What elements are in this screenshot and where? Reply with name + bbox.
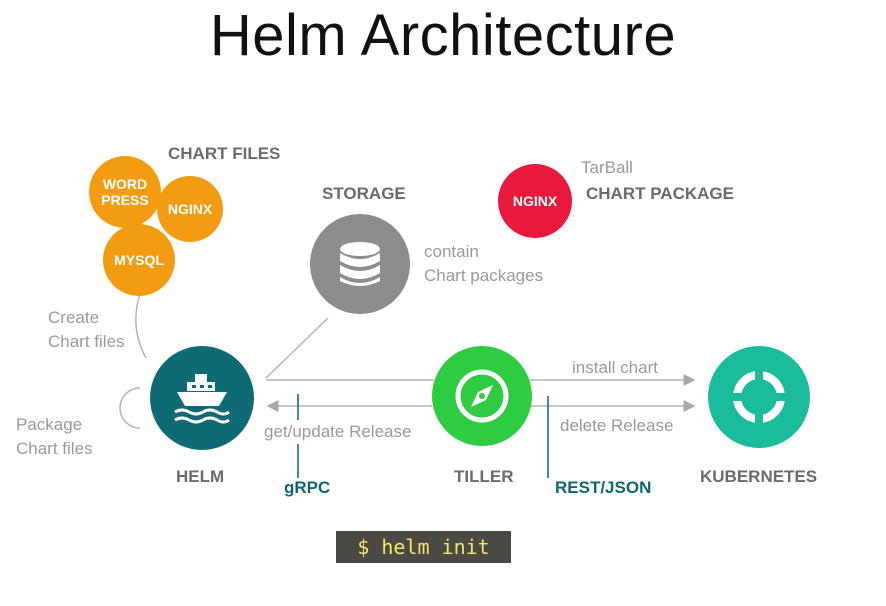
get-update-release-label: get/update Release bbox=[262, 420, 414, 444]
rest-json-label: REST/JSON bbox=[555, 478, 652, 497]
chart-package-circle-label: NGINX bbox=[512, 193, 558, 209]
storage-circle[interactable] bbox=[310, 214, 410, 314]
delete-release-label: delete Release bbox=[560, 416, 674, 435]
tarball-label: TarBall bbox=[581, 158, 633, 177]
package-loop-arrow bbox=[119, 387, 141, 429]
install-chart-label: install chart bbox=[572, 358, 658, 377]
chart-file-nginx[interactable]: NGINX bbox=[157, 176, 223, 242]
kubernetes-label: KUBERNETES bbox=[700, 467, 818, 486]
package-line1: Package bbox=[16, 415, 83, 434]
tiller-circle[interactable] bbox=[432, 346, 532, 446]
package-chart-files-note: Package Chart files bbox=[16, 413, 93, 461]
grpc-label: gRPC bbox=[284, 478, 331, 497]
ship-icon bbox=[174, 374, 230, 424]
storage-helm-line bbox=[265, 317, 329, 379]
chart-file-mysql[interactable]: MYSQL bbox=[103, 224, 175, 296]
compass-icon bbox=[455, 369, 509, 423]
chart-file-nginx-label: NGINX bbox=[167, 201, 213, 217]
storage-note: contain Chart packages bbox=[424, 240, 543, 288]
create-chart-files-curve bbox=[135, 287, 147, 359]
database-icon bbox=[340, 242, 380, 286]
chart-files-label: CHART FILES bbox=[168, 144, 281, 163]
lifebuoy-icon bbox=[732, 370, 786, 424]
helm-circle[interactable] bbox=[150, 346, 254, 450]
chart-package-circle[interactable]: NGINX bbox=[498, 164, 572, 238]
chart-file-wordpress[interactable]: WORD PRESS bbox=[89, 156, 161, 228]
chart-file-mysql-label: MYSQL bbox=[114, 252, 164, 268]
storage-label: STORAGE bbox=[322, 184, 406, 203]
create-line2: Chart files bbox=[48, 332, 125, 351]
create-chart-files-note: Create Chart files bbox=[48, 306, 125, 354]
helm-label: HELM bbox=[176, 467, 225, 486]
package-line2: Chart files bbox=[16, 439, 93, 458]
helm-init-command: $ helm init bbox=[336, 531, 511, 563]
kubernetes-circle[interactable] bbox=[708, 346, 810, 448]
chart-file-wordpress-label: WORD PRESS bbox=[101, 176, 149, 208]
tiller-label: TILLER bbox=[454, 467, 514, 486]
storage-note-line2: Chart packages bbox=[424, 266, 544, 285]
page-title: Helm Architecture bbox=[209, 3, 677, 68]
storage-note-line1: contain bbox=[424, 242, 479, 261]
create-line1: Create bbox=[48, 308, 100, 327]
chart-package-label: CHART PACKAGE bbox=[586, 184, 734, 203]
